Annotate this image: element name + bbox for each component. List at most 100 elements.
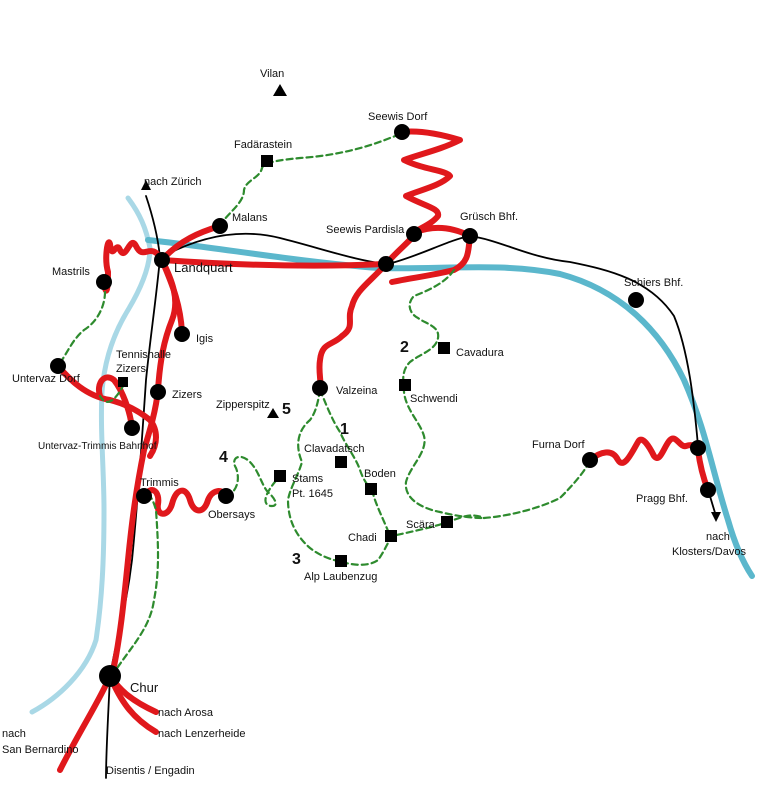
station-landquart[interactable] [154, 252, 170, 268]
station-seewis-pardisla[interactable] [406, 226, 422, 242]
label-obersays: Obersays [208, 509, 256, 521]
label-nach-arosa: nach Arosa [158, 707, 214, 719]
trail-zipperspitz-loop [286, 388, 344, 564]
station-seewis-dorf[interactable] [394, 124, 410, 140]
trail-mastrils-untervaz [56, 280, 107, 368]
road-seewis-serpentine [399, 128, 463, 237]
label-nach-lenzerheide: nach Lenzerheide [158, 728, 245, 740]
station-gruesch[interactable] [462, 228, 478, 244]
marker-fadaerastein[interactable] [261, 155, 273, 167]
label-boden: Boden [364, 468, 396, 480]
label-clavadatsch: Clavadatsch [304, 443, 365, 455]
railway-rhb-prattigau [159, 232, 717, 517]
route-number-5: 5 [282, 401, 291, 418]
label-schwendi: Schwendi [410, 393, 458, 405]
label-seewis-pardisla: Seewis Pardisla [326, 224, 405, 236]
stations [50, 124, 716, 687]
label-pt1645: Pt. 1645 [292, 488, 333, 500]
arrow-southeast-icon [711, 512, 721, 522]
label-vilan: Vilan [260, 68, 284, 80]
river-rhine [29, 195, 153, 715]
station-pardisla-junction[interactable] [378, 256, 394, 272]
marker-chadi[interactable] [385, 530, 397, 542]
summit-zipperspitz-icon[interactable] [267, 408, 279, 418]
trail-obersays-stams [224, 455, 282, 508]
station-furna-junction[interactable] [690, 440, 706, 456]
hut-markers [118, 155, 453, 567]
label-chur: Chur [130, 680, 159, 695]
label-furna-dorf: Furna Dorf [532, 439, 586, 451]
marker-clavadatsch[interactable] [335, 456, 347, 468]
label-nach-sb-1: nach [2, 728, 26, 740]
station-malans[interactable] [212, 218, 228, 234]
label-zizers: Zizers [172, 389, 202, 401]
label-stams: Stams [292, 473, 324, 485]
label-scaera: Scära [406, 519, 436, 531]
arrow-north-icon [141, 180, 151, 190]
summit-vilan-icon[interactable] [273, 84, 287, 96]
label-untervaz-trimmis: Untervaz-Trimmis Bahnhof [38, 441, 157, 452]
summits [267, 84, 287, 418]
marker-cavadura[interactable] [438, 342, 450, 354]
road-chur-landquart [109, 257, 179, 679]
label-gruesch: Grüsch Bhf. [460, 211, 518, 223]
station-mastrils[interactable] [96, 274, 112, 290]
label-cavadura: Cavadura [456, 347, 505, 359]
station-zizers[interactable] [150, 384, 166, 400]
road-trimmis-obersays [141, 487, 229, 517]
marker-tennishalle[interactable] [118, 377, 128, 387]
route-number-3: 3 [292, 551, 301, 568]
label-disentis: Disentis / Engadin [106, 765, 195, 777]
marker-schwendi[interactable] [399, 379, 411, 391]
trail-scaera-furna [482, 458, 592, 520]
label-zipperspitz: Zipperspitz [216, 399, 270, 411]
label-valzeina: Valzeina [336, 385, 378, 397]
label-schiers: Schiers Bhf. [624, 277, 683, 289]
station-chur[interactable] [99, 665, 121, 687]
label-landquart: Landquart [174, 260, 233, 275]
label-praeg: Pragg Bhf. [636, 493, 688, 505]
station-untervaz-dorf[interactable] [50, 358, 66, 374]
marker-scaera[interactable] [441, 516, 453, 528]
label-trimmis: Trimmis [140, 477, 179, 489]
marker-stams[interactable] [274, 470, 286, 482]
label-nach-zuerich: nach Zürich [144, 176, 201, 188]
trail-tennishalle [98, 382, 126, 403]
station-obersays[interactable] [218, 488, 234, 504]
station-untervaz-trimmis[interactable] [124, 420, 140, 436]
road-mastrils-serpentine [101, 239, 165, 294]
station-praeg[interactable] [700, 482, 716, 498]
labels: Vilan Seewis Dorf Fadärastein nach Züric… [2, 68, 746, 777]
station-igis[interactable] [174, 326, 190, 342]
trail-boden-chadi [370, 488, 392, 538]
label-tennishalle: Tennishalle [116, 349, 171, 361]
label-fadaerastein: Fadärastein [234, 139, 292, 151]
station-valzeina[interactable] [312, 380, 328, 396]
station-schiers[interactable] [628, 292, 644, 308]
label-nach-klosters-1: nach [706, 531, 730, 543]
road-untervaz-bend [96, 374, 135, 431]
label-nach-sb-2: San Bernardino [2, 744, 78, 756]
rivers [29, 195, 755, 715]
label-igis: Igis [196, 333, 214, 345]
route-number-1: 1 [340, 421, 349, 438]
label-seewis-dorf: Seewis Dorf [368, 111, 428, 123]
marker-boden[interactable] [365, 483, 377, 495]
label-untervaz-dorf: Untervaz Dorf [12, 373, 81, 385]
route-number-4: 4 [219, 449, 228, 466]
label-mastrils: Mastrils [52, 266, 90, 278]
route-number-2: 2 [400, 339, 409, 356]
label-chadi: Chadi [348, 532, 377, 544]
trail-cavadura-schwendi [402, 268, 486, 520]
label-nach-klosters-2: Klosters/Davos [672, 546, 746, 558]
label-malans: Malans [232, 212, 268, 224]
river-landquart [145, 237, 755, 579]
station-furna-dorf[interactable] [582, 452, 598, 468]
marker-alp-laubenzug[interactable] [335, 555, 347, 567]
label-zizers-tennis: Zizers [116, 363, 146, 375]
station-trimmis[interactable] [136, 488, 152, 504]
trail-fadaerastein [218, 130, 404, 228]
label-alp-laubenzug: Alp Laubenzug [304, 571, 377, 583]
road-landquart-pardisla [159, 257, 389, 269]
